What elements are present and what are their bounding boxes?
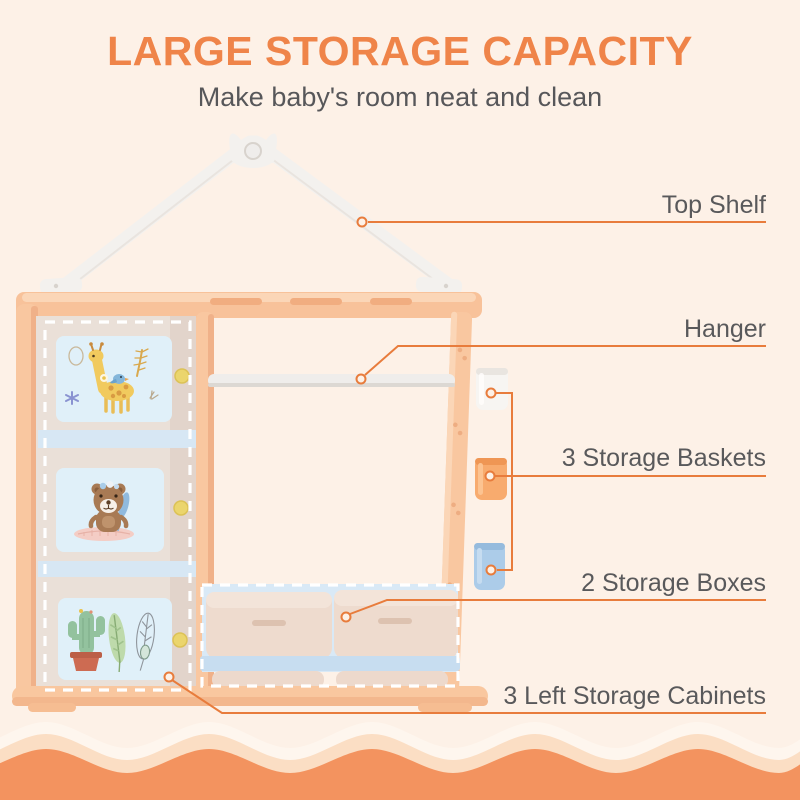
bottom-storage-area (200, 584, 460, 688)
cabinet-knob-1 (174, 368, 190, 384)
callout-label-storage-boxes: 2 Storage Boxes (581, 569, 766, 597)
roof-frame (39, 133, 463, 295)
base (12, 686, 488, 712)
leader-boxes (340, 599, 766, 623)
storage-box-right (334, 590, 458, 659)
page-subtitle: Make baby's room neat and clean (197, 82, 603, 112)
top-shelf (16, 292, 482, 318)
bear-art (74, 481, 134, 541)
left-post (16, 304, 38, 700)
dashed-outline-cabinets (43, 320, 192, 692)
waves-background (0, 722, 800, 800)
leader-lines (163, 216, 766, 714)
callout-label-hanger: Hanger (684, 315, 766, 343)
leader-cabinets (163, 671, 766, 714)
cactus-art (68, 609, 155, 673)
page-title: LARGE STORAGE CAPACITY (107, 28, 693, 74)
dashed-outline-boxes (200, 583, 460, 688)
callout-label-top-shelf: Top Shelf (661, 191, 766, 219)
hanger-rod (208, 374, 455, 387)
cabinet-column (36, 316, 196, 692)
giraffe-art (65, 342, 159, 414)
cabinet-knob-3 (172, 632, 188, 648)
leader-hanger (355, 345, 766, 385)
cabinet-knob-2 (173, 500, 189, 516)
storage-box-left (206, 592, 332, 659)
storage-shelf (200, 656, 460, 671)
leader-baskets (484, 387, 766, 576)
leader-top-shelf (356, 216, 766, 228)
callout-label-left-storage-cabinets: 3 Left Storage Cabinets (503, 682, 766, 710)
roof-apex-ornament (229, 133, 277, 168)
callout-label-storage-baskets: 3 Storage Baskets (561, 444, 766, 472)
